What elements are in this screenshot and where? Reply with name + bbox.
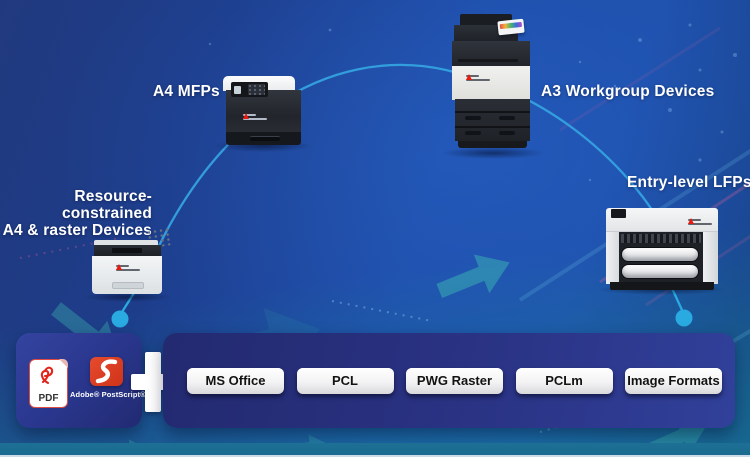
control-panel xyxy=(231,82,268,97)
adobe-embedded-print-engine-badge xyxy=(243,113,267,120)
device-feet xyxy=(458,141,527,148)
format-pill-pclm: PCLm xyxy=(515,367,613,394)
body-band xyxy=(452,66,530,100)
adobe-embedded-print-engine-badge xyxy=(116,264,140,271)
panel-screen xyxy=(234,86,241,94)
label-resource-constrained: Resource-constrained A4 & raster Devices xyxy=(2,188,152,239)
resource-constrained-printer-image xyxy=(84,226,173,302)
bottom-edge-line xyxy=(0,455,750,457)
a4-mfp-device-image xyxy=(213,76,313,152)
printer-body xyxy=(226,90,301,134)
adobe-logo-icon xyxy=(466,74,472,80)
right-endpoint-dot-icon xyxy=(675,309,693,327)
output-band xyxy=(94,245,161,257)
adobe-logo-icon xyxy=(116,264,122,270)
adobe-logo-icon xyxy=(688,218,694,224)
format-pill-image-formats: Image Formats xyxy=(625,367,722,394)
drawer-base xyxy=(455,99,530,141)
label-a3-workgroup-devices: A3 Workgroup Devices xyxy=(541,83,715,100)
scanner-section xyxy=(452,41,530,67)
label-resource-constrained-line1: Resource-constrained xyxy=(61,188,152,222)
format-pill-pcl: PCL xyxy=(296,367,394,394)
core-technologies-panel: PDF Adobe® PostScript® xyxy=(16,333,146,428)
device-base xyxy=(610,282,714,290)
front-tray-slot xyxy=(112,282,144,289)
adobe-embedded-print-engine-badge xyxy=(466,74,490,81)
label-a4-mfps: A4 MFPs xyxy=(153,83,220,100)
pdf-label: PDF xyxy=(38,393,59,404)
entry-level-lfp-device-image xyxy=(598,206,726,295)
postscript-logo-mark xyxy=(89,357,123,386)
cutter-strip xyxy=(621,234,701,243)
format-pill-pwg-raster: PWG Raster xyxy=(406,367,503,394)
a3-workgroup-device-image xyxy=(442,14,544,159)
folded-corner xyxy=(59,359,68,368)
connection-arc xyxy=(138,63,669,291)
paper-roll xyxy=(622,265,698,278)
postscript-s-glyph xyxy=(95,359,117,384)
adobe-logo-icon xyxy=(243,113,249,119)
lfp-screen xyxy=(611,209,626,218)
roll-bay xyxy=(619,232,703,284)
bottom-band xyxy=(0,443,750,455)
postscript-icon: Adobe® PostScript® xyxy=(70,357,146,399)
left-column xyxy=(606,232,619,284)
left-endpoint-dot-icon xyxy=(111,310,129,328)
label-resource-constrained-line2: A4 & raster Devices xyxy=(2,222,152,239)
keypad xyxy=(248,84,265,95)
label-entry-level-lfps: Entry-level LFPs xyxy=(627,174,750,191)
paper-tray xyxy=(226,132,301,145)
particle-dots xyxy=(208,23,737,182)
adobe-embedded-print-engine-badge xyxy=(688,218,712,225)
printer-top xyxy=(94,240,158,247)
dotted-trails xyxy=(19,237,661,433)
device-shadow xyxy=(84,292,172,302)
format-pill-ms-office: MS Office xyxy=(187,367,284,394)
right-column xyxy=(703,232,718,284)
device-shadow xyxy=(442,147,544,159)
supported-formats-panel: MS Office PCL PWG Raster PCLm Image Form… xyxy=(163,333,735,428)
paper-roll xyxy=(622,248,698,261)
adobe-pdf-swirl-icon xyxy=(40,366,54,385)
touch-screen xyxy=(497,18,525,36)
postscript-label: Adobe® PostScript® xyxy=(70,390,146,399)
pdf-icon: PDF xyxy=(29,359,68,408)
